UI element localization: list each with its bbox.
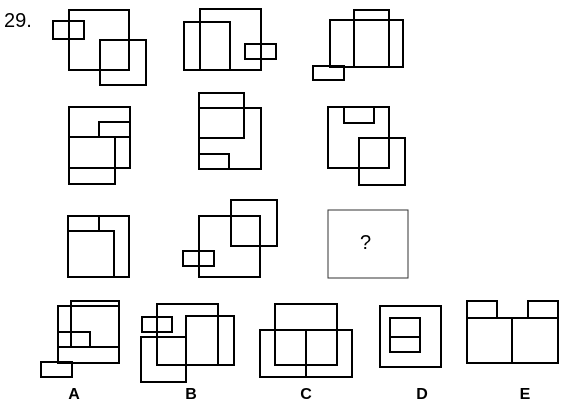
cell-r1-c3 [312, 9, 404, 81]
option-d-label[interactable]: D [416, 386, 428, 403]
option-b-figure [140, 303, 235, 383]
cell-r2-c2 [198, 92, 262, 170]
missing-cell: ? [327, 209, 409, 279]
option-d-figure [379, 305, 442, 368]
cell-r2-c3 [327, 106, 406, 186]
option-e-figure [466, 300, 559, 364]
cell-r3-c2 [182, 199, 278, 278]
cell-r3-c1 [67, 215, 130, 278]
option-c-figure [259, 303, 353, 378]
question-number: 29. [4, 10, 32, 32]
missing-cell-question-mark: ? [360, 232, 371, 254]
option-a-label[interactable]: A [68, 386, 80, 403]
option-e-label[interactable]: E [519, 386, 531, 403]
option-b-label[interactable]: B [185, 386, 197, 403]
option-c-label[interactable]: C [300, 386, 312, 403]
cell-r2-c1 [68, 106, 131, 185]
cell-r1-c1 [52, 9, 147, 86]
cell-r1-c2 [183, 8, 277, 71]
option-a-figure [40, 300, 120, 378]
